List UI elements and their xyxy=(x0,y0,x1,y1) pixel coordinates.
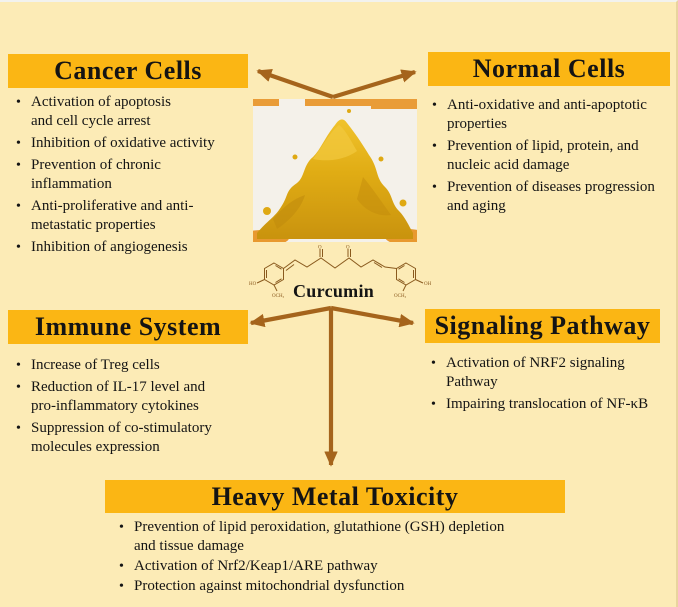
cancer-cells-title: Cancer Cells xyxy=(8,54,248,88)
signaling-pathway-title: Signaling Pathway xyxy=(425,309,660,343)
section-normal-cells: Normal Cells Anti-oxidative and anti-apo… xyxy=(428,52,670,219)
svg-text:OCH₃: OCH₃ xyxy=(394,294,407,299)
curcumin-chemical-structure: HO OCH₃ O O OH OCH₃ xyxy=(249,246,432,300)
arrow-to-normal-cells xyxy=(332,69,417,100)
section-signaling-pathway: Signaling Pathway Activation of NRF2 sig… xyxy=(425,309,660,417)
bullet-item: Activation of Nrf2/Keap1/ARE pathway xyxy=(117,557,565,576)
bullet-item: Activation of apoptosis and cell cycle a… xyxy=(14,93,248,131)
heavy-metal-toxicity-list: Prevention of lipid peroxidation, glutat… xyxy=(105,518,565,596)
section-heavy-metal-toxicity: Heavy Metal Toxicity Prevention of lipid… xyxy=(105,480,565,597)
bullet-item: Inhibition of oxidative activity xyxy=(14,134,248,153)
immune-system-list: Increase of Treg cells Reduction of IL-1… xyxy=(8,356,248,457)
bullet-item: Anti-proliferative and anti- metastatic … xyxy=(14,197,248,235)
arrow-to-immune-system xyxy=(249,305,332,328)
bullet-item: Protection against mitochondrial dysfunc… xyxy=(117,577,565,596)
bullet-item: Impairing translocation of NF-κB xyxy=(429,395,660,414)
bullet-item: Inhibition of angiogenesis xyxy=(14,238,248,257)
svg-text:OCH₃: OCH₃ xyxy=(272,294,285,299)
arrow-to-signaling-pathway xyxy=(330,305,415,328)
normal-cells-list: Anti-oxidative and anti-apoptotic proper… xyxy=(428,96,670,216)
curcumin-label: Curcumin xyxy=(293,281,375,301)
bullet-item: Suppression of co-stimulatory molecules … xyxy=(14,419,248,457)
bullet-item: Anti-oxidative and anti-apoptotic proper… xyxy=(430,96,670,134)
bullet-item: Reduction of IL-17 level and pro-inflamm… xyxy=(14,378,248,416)
immune-system-title: Immune System xyxy=(8,310,248,344)
signaling-pathway-list: Activation of NRF2 signaling Pathway Imp… xyxy=(425,354,660,414)
bullet-item: Prevention of chronic inflammation xyxy=(14,156,248,194)
bullet-item: Prevention of lipid peroxidation, glutat… xyxy=(117,518,565,556)
heavy-metal-toxicity-title: Heavy Metal Toxicity xyxy=(105,480,565,513)
cancer-cells-list: Activation of apoptosis and cell cycle a… xyxy=(8,93,248,257)
bullet-item: Prevention of diseases progression and a… xyxy=(430,178,670,216)
svg-text:HO: HO xyxy=(249,282,257,287)
svg-text:O: O xyxy=(318,246,322,251)
bullet-item: Prevention of lipid, protein, and nuclei… xyxy=(430,137,670,175)
svg-text:O: O xyxy=(346,246,350,251)
section-cancer-cells: Cancer Cells Activation of apoptosis and… xyxy=(8,54,248,260)
svg-text:OH: OH xyxy=(424,282,432,287)
arrow-to-cancer-cells xyxy=(256,69,334,99)
normal-cells-title: Normal Cells xyxy=(428,52,670,86)
section-immune-system: Immune System Increase of Treg cells Red… xyxy=(8,310,248,460)
bullet-item: Activation of NRF2 signaling Pathway xyxy=(429,354,660,392)
curcumin-powder-photo xyxy=(253,99,417,242)
bullet-item: Increase of Treg cells xyxy=(14,356,248,375)
